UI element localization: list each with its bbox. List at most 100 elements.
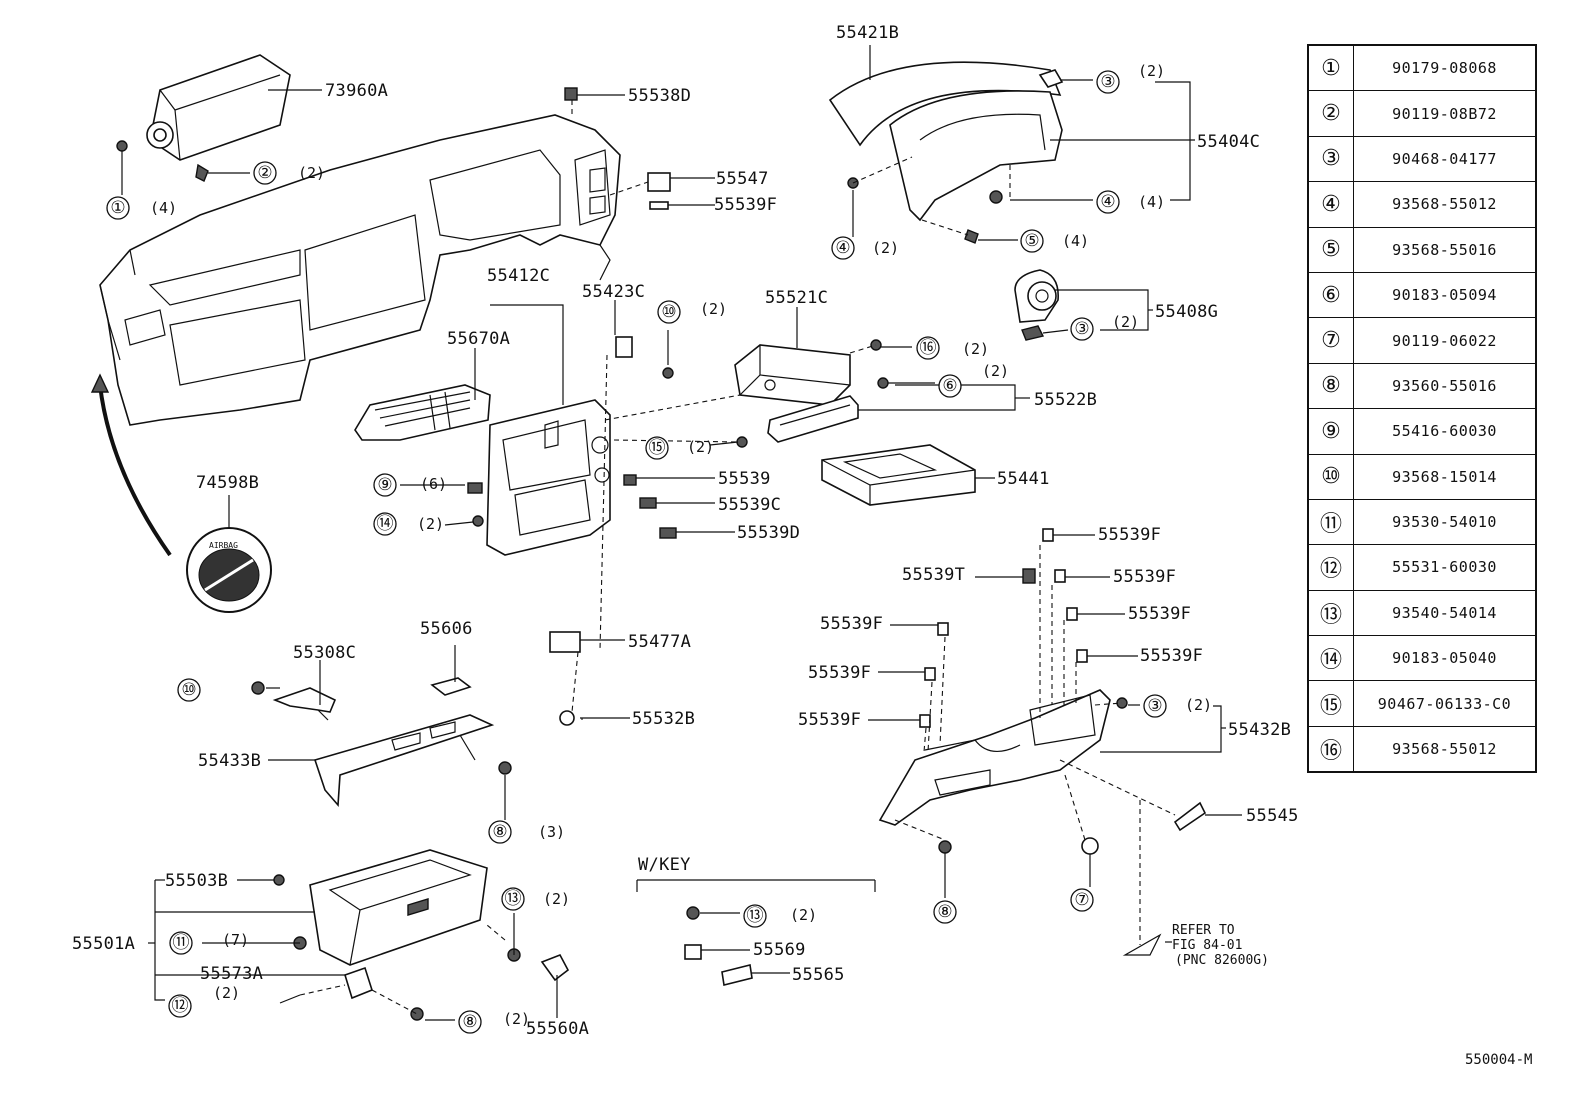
- center-vent-drawing: [354, 384, 491, 441]
- label-55423c: 55423C: [582, 282, 645, 302]
- callout-11: ⑪ (7): [169, 931, 249, 955]
- glove-box-door-drawing: [313, 714, 495, 807]
- svg-text:(3): (3): [538, 823, 565, 841]
- legend-index: ⑤: [1307, 226, 1354, 273]
- label-55560a: 55560A: [526, 1019, 589, 1039]
- callout-10b: ⑩: [177, 678, 201, 702]
- svg-text:③: ③: [1147, 696, 1162, 716]
- legend-index: ④: [1307, 181, 1354, 228]
- svg-text:(2): (2): [1138, 62, 1165, 80]
- callout-5: ⑤ (4): [1020, 229, 1089, 253]
- label-55521c: 55521C: [765, 288, 828, 308]
- legend-index: ②: [1307, 90, 1354, 137]
- svg-text:(2): (2): [1185, 696, 1212, 714]
- legend-part-number: 93568-15014: [1353, 453, 1537, 500]
- callout-12: ⑫ (2): [168, 984, 240, 1018]
- refer-note-line1: REFER TO: [1172, 923, 1235, 938]
- svg-text:(2): (2): [872, 239, 899, 257]
- label-55539f-c: 55539F: [1128, 604, 1191, 624]
- legend-part-number: 93530-54010: [1353, 498, 1537, 546]
- svg-text:⑤: ⑤: [1024, 231, 1039, 251]
- label-55539: 55539: [718, 469, 771, 489]
- svg-text:⑬: ⑬: [505, 889, 522, 909]
- pocket-box-drawing: [821, 444, 976, 506]
- label-55503b: 55503B: [165, 871, 228, 891]
- legend-part-number: 55416-60030: [1353, 408, 1537, 455]
- center-cluster-finish-panel-drawing: [486, 399, 611, 556]
- callout-4a: ④ (4): [1096, 190, 1165, 214]
- refer-note-line3: (PNC 82600G): [1175, 953, 1269, 968]
- label-55539f-f: 55539F: [808, 663, 871, 683]
- legend-part-number: 93568-55016: [1353, 226, 1537, 273]
- legend-index: ⑪: [1307, 498, 1354, 546]
- callout-13b: ⑬ (2): [743, 904, 817, 928]
- svg-text:⑦: ⑦: [1074, 890, 1089, 910]
- clip-shapes: [251, 87, 1162, 1021]
- svg-text:(7): (7): [222, 931, 249, 949]
- svg-text:⑪: ⑪: [173, 933, 190, 953]
- airbag-label-text: AIRBAG: [209, 541, 238, 550]
- radio-bracket-drawing: [734, 344, 859, 443]
- svg-text:③: ③: [1074, 319, 1089, 339]
- label-55539f-top: 55539F: [714, 195, 777, 215]
- svg-text:(2): (2): [543, 890, 570, 908]
- label-55545: 55545: [1246, 806, 1299, 826]
- leader-lines: [148, 45, 1242, 1021]
- label-55539f-b: 55539F: [1113, 567, 1176, 587]
- callout-1: ① (4): [106, 196, 177, 220]
- legend-part-number: 93568-55012: [1353, 725, 1537, 773]
- label-55404c: 55404C: [1197, 132, 1260, 152]
- callout-4b: ④ (2): [831, 236, 899, 260]
- svg-text:⑮: ⑮: [649, 438, 666, 458]
- callout-8b: ⑧: [933, 900, 957, 924]
- svg-text:(2): (2): [790, 906, 817, 924]
- callout-13a: ⑬ (2): [501, 887, 570, 911]
- airbag-module-drawing: [116, 54, 291, 195]
- cover-55545-drawing: [1173, 801, 1207, 832]
- legend-part-number: 55531-60030: [1353, 544, 1537, 591]
- callout-8a: ⑧ (3): [488, 820, 565, 844]
- label-55538d: 55538D: [628, 86, 691, 106]
- label-55539d: 55539D: [737, 523, 800, 543]
- label-55539f-g: 55539F: [798, 710, 861, 730]
- label-55433b: 55433B: [198, 751, 261, 771]
- svg-text:(6): (6): [420, 475, 447, 493]
- legend-part-number: 90119-08B72: [1353, 90, 1537, 137]
- legend-index: ⑦: [1307, 317, 1354, 364]
- label-55569: 55569: [753, 940, 806, 960]
- legend-index: ①: [1307, 44, 1354, 92]
- svg-text:⑫: ⑫: [172, 996, 189, 1016]
- callout-15: ⑮ (2): [645, 436, 714, 460]
- callout-10a: ⑩ (2): [657, 300, 727, 324]
- svg-text:(2): (2): [982, 362, 1009, 380]
- label-55501a: 55501A: [72, 934, 135, 954]
- svg-text:(2): (2): [213, 984, 240, 1002]
- label-55408g: 55408G: [1155, 302, 1218, 322]
- svg-text:(2): (2): [687, 438, 714, 456]
- legend-part-number: 90183-05094: [1353, 271, 1537, 319]
- legend-index: ⑩: [1307, 453, 1354, 500]
- w-key-heading: W/KEY: [638, 855, 691, 875]
- label-55477a: 55477A: [628, 632, 691, 652]
- label-55539f-a: 55539F: [1098, 525, 1161, 545]
- svg-text:⑧: ⑧: [462, 1012, 477, 1032]
- label-55573a: 55573A: [200, 964, 263, 984]
- legend-part-number: 90119-06022: [1353, 317, 1537, 364]
- legend-part-number: 90179-08068: [1353, 44, 1537, 92]
- instrument-panel-drawing: [99, 114, 621, 426]
- callout-16: ⑯ (2): [916, 336, 989, 360]
- svg-text:⑩: ⑩: [181, 680, 196, 700]
- svg-text:⑧: ⑧: [492, 822, 507, 842]
- label-55565: 55565: [792, 965, 845, 985]
- label-55421b: 55421B: [836, 23, 899, 43]
